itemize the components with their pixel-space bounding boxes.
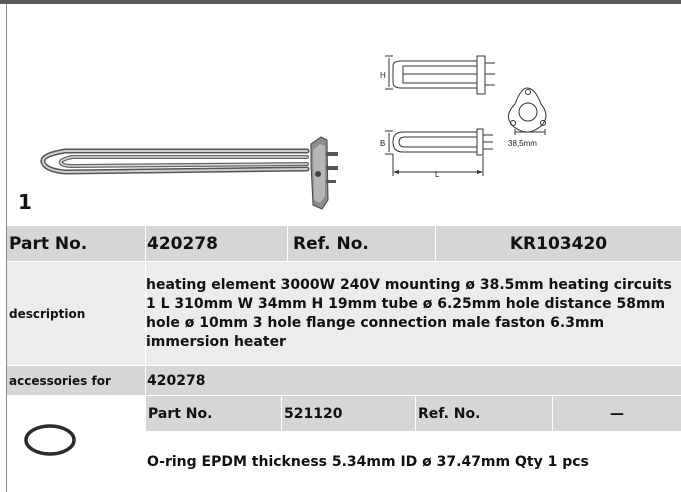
- dim-l-label: L: [435, 170, 440, 179]
- dim-b-label: B: [380, 139, 385, 148]
- description-row: description heating element 3000W 240V m…: [7, 262, 681, 365]
- heating-element-image: [40, 136, 338, 210]
- ref-no-value: KR103420: [509, 233, 608, 254]
- accessory-description: O-ring EPDM thickness 5.34mm ID ø 37.47m…: [147, 454, 589, 470]
- dim-h-label: H: [380, 71, 386, 80]
- product-figure: H B L 38,5mm 1: [7, 4, 681, 226]
- description-text: heating element 3000W 240V mounting ø 38…: [146, 276, 672, 350]
- part-no-label: Part No.: [9, 233, 88, 254]
- part-no-value: 420278: [147, 233, 218, 254]
- left-border: [6, 4, 7, 492]
- accessory-part-no-value: 521120: [282, 396, 415, 431]
- accessories-label: accessories for: [9, 373, 111, 388]
- item-index: 1: [18, 190, 32, 214]
- accessory-ref-no-label: Ref. No.: [416, 396, 552, 431]
- description-label: description: [9, 306, 86, 321]
- accessory-row: O-ring EPDM thickness 5.34mm ID ø 37.47m…: [7, 424, 681, 492]
- o-ring-image: [24, 424, 76, 456]
- accessories-value: 420278: [147, 372, 206, 389]
- part-number-row: Part No. 420278 Ref. No. KR103420: [7, 226, 681, 261]
- dim-flange-label: 38,5mm: [508, 139, 537, 148]
- ref-no-label: Ref. No.: [293, 233, 369, 254]
- accessories-row: accessories for 420278: [7, 366, 681, 395]
- accessory-header-row: Part No. 521120 Ref. No. —: [7, 396, 681, 431]
- top-bar: [0, 0, 681, 4]
- dimension-drawing: H B L 38,5mm: [380, 55, 547, 179]
- accessory-ref-no-value: —: [553, 396, 681, 431]
- accessory-part-no-label: Part No.: [146, 396, 281, 431]
